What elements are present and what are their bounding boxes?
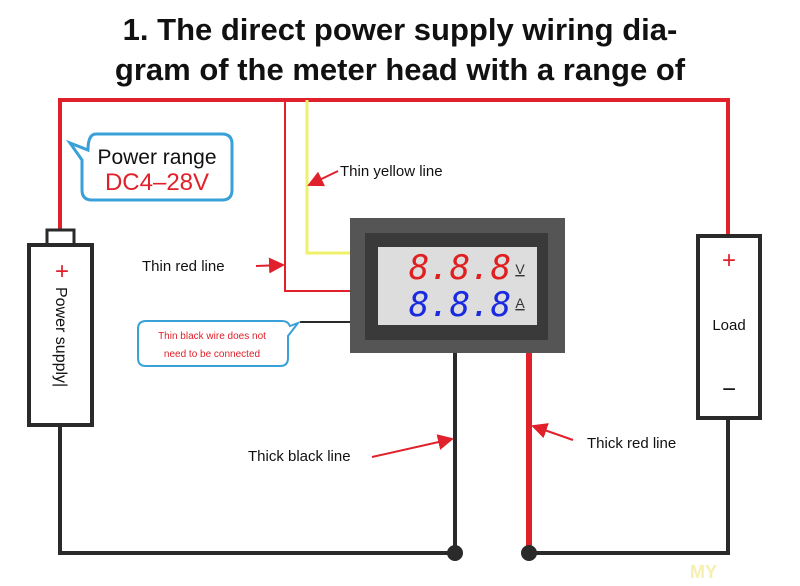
- load-minus-sign: −: [722, 376, 736, 403]
- power-plus-sign: +: [55, 258, 69, 285]
- thin-black-note-line-1: Thin black wire does not: [158, 331, 266, 342]
- thin-yellow-wire: [305, 100, 350, 255]
- thick-red-label: Thick red line: [587, 435, 676, 452]
- voltage-unit: V: [515, 261, 525, 277]
- thin-black-wire-callout: Thin black wire does not need to be conn…: [137, 320, 301, 367]
- power-range-value: DC4–28V: [105, 169, 209, 196]
- power-supply-label: Power supply|: [52, 287, 69, 387]
- current-display: 8.8.8: [409, 285, 511, 325]
- junction-dot: [447, 545, 463, 561]
- load: + Load −: [696, 234, 762, 420]
- thin-yellow-label: Thin yellow line: [340, 163, 443, 180]
- voltage-display: 8.8.8: [409, 248, 511, 288]
- power-range-label: Power range: [97, 146, 216, 169]
- arrow-icon: [371, 434, 454, 458]
- title-line-2: gram of the meter head with a range of: [115, 52, 686, 87]
- load-return-wire: [529, 418, 730, 555]
- thin-red-label: Thin red line: [142, 258, 225, 275]
- power-supply: + Power supply|: [27, 228, 94, 427]
- power-range-callout: Power range DC4–28V: [65, 132, 234, 202]
- load-plus-sign: +: [722, 247, 736, 274]
- thick-black-label: Thick black line: [248, 448, 351, 465]
- top-red-wire: [58, 98, 730, 236]
- watermark: MY: [690, 562, 717, 582]
- load-label: Load: [712, 317, 745, 334]
- thin-red-wire: [284, 100, 350, 292]
- meter-head: 8.8.8 8.8.8 V A: [350, 218, 565, 353]
- junction-dot: [521, 545, 537, 561]
- thin-black-note-line-2: need to be connected: [164, 349, 260, 360]
- title-line-1: 1. The direct power supply wiring dia-: [123, 12, 678, 47]
- arrow-icon: [255, 257, 285, 274]
- arrow-icon: [307, 170, 339, 187]
- arrow-icon: [531, 423, 574, 441]
- current-unit: A: [515, 295, 525, 311]
- bottom-black-wire: [58, 353, 457, 555]
